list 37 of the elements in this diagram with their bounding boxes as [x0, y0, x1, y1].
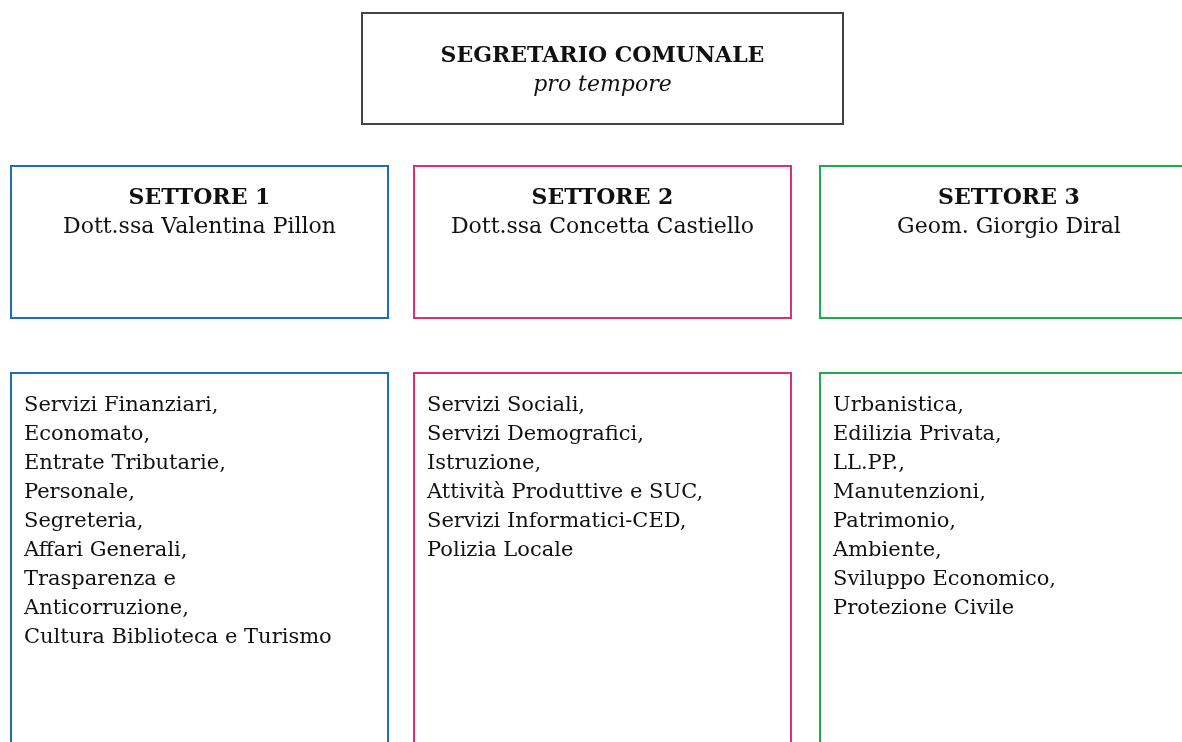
heading-text: SEGRETARIO COMUNALE [440, 39, 765, 69]
duty-text: Ambiente, [833, 536, 942, 563]
duty-text: Polizia Locale [427, 536, 574, 563]
duty-text: Sviluppo Economico, [833, 565, 1057, 592]
heading-text: SETTORE 1 [128, 182, 271, 211]
duty-text: Istruzione, [427, 449, 542, 476]
duty-text: Entrate Tributarie, [24, 449, 226, 476]
duty-text: Affari Generali, [24, 536, 188, 563]
duty-text: Servizi Demografici, [427, 420, 644, 447]
duty-text: Personale, [24, 478, 135, 505]
name-text: Geom. Giorgio Diral [897, 212, 1121, 240]
duties-box [819, 372, 1182, 742]
duty-text: Manutenzioni, [833, 478, 986, 505]
heading-text: SETTORE 3 [938, 182, 1080, 211]
duty-text: Servizi Finanziari, [24, 391, 219, 418]
duty-text: Urbanistica, [833, 391, 964, 418]
duty-text: Patrimonio, [833, 507, 957, 534]
duty-text: Segreteria, [24, 507, 144, 534]
duty-text: Servizi Sociali, [427, 391, 586, 418]
name-text: Dott.ssa Valentina Pillon [63, 212, 336, 240]
sector-box [10, 165, 389, 319]
title-box [361, 12, 844, 125]
duty-text: Attività Produttive e SUC, [427, 478, 704, 505]
duty-text: LL.PP., [833, 449, 905, 476]
duty-text: Economato, [24, 420, 151, 447]
duty-text: Trasparenza e Anticorruzione, [24, 565, 190, 621]
duty-text: Servizi Informatici-CED, [427, 507, 687, 534]
duty-text: Edilizia Privata, [833, 420, 1002, 447]
sector-box [819, 165, 1182, 319]
duty-text: Cultura Biblioteca e Turismo [24, 623, 332, 650]
name-text: Dott.ssa Concetta Castiello [450, 212, 755, 240]
duty-text: Protezione Civile [833, 594, 1015, 621]
heading-text: SETTORE 2 [531, 182, 674, 211]
duties-box [413, 372, 792, 742]
duties-box [10, 372, 389, 742]
sector-box [413, 165, 792, 319]
name-text: pro tempore [533, 69, 672, 98]
